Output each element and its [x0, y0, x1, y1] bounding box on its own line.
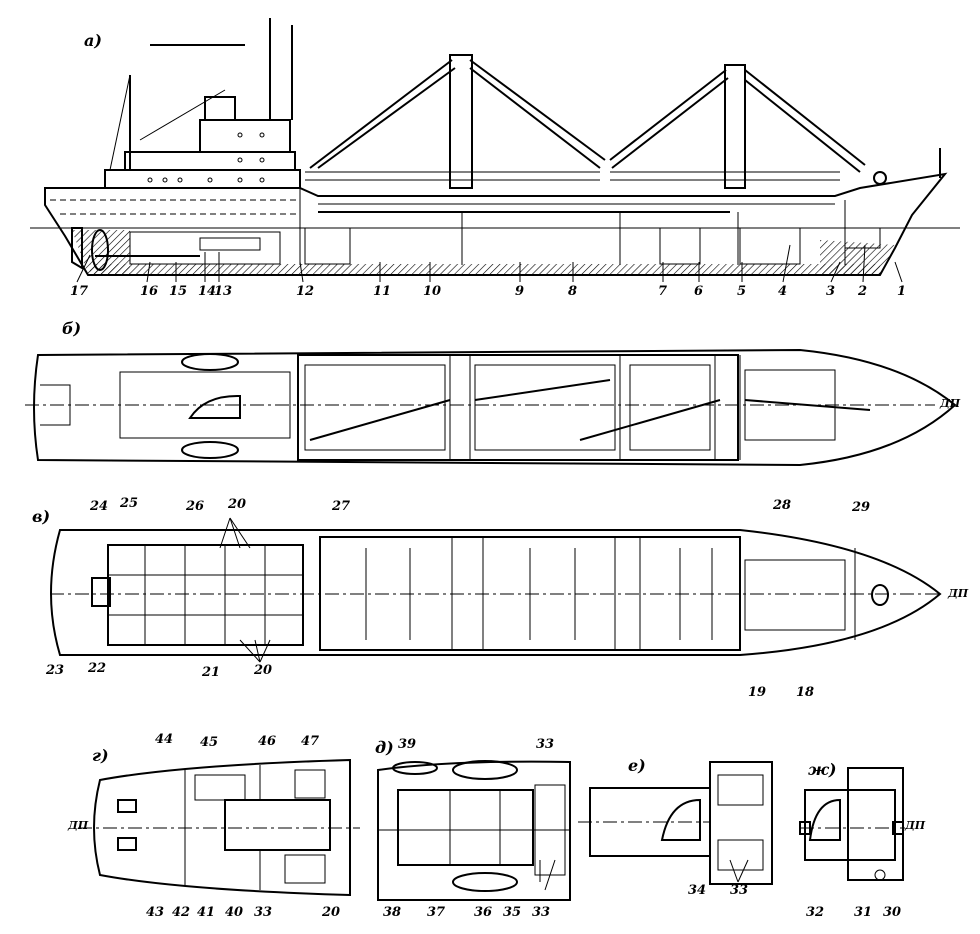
callout-21: 21 — [202, 665, 221, 680]
hatch-coaming-area — [297, 354, 739, 461]
section-label-g: г) — [92, 746, 109, 765]
callout-17: 17 — [70, 284, 89, 299]
callout-45: 45 — [200, 735, 219, 750]
callout-33-d-bottom: 33 — [532, 905, 551, 920]
callout-20-g: 20 — [322, 905, 341, 920]
callout-27: 27 — [332, 499, 351, 514]
king-post-fore — [724, 64, 746, 189]
callout-11: 11 — [373, 284, 392, 299]
double-bottom-hatching — [90, 264, 880, 275]
callout-18: 18 — [796, 685, 815, 700]
callout-46: 46 — [258, 734, 277, 749]
callout-23: 23 — [46, 663, 65, 678]
hull-profile — [44, 172, 948, 276]
callout-24: 24 — [90, 499, 109, 514]
centerline-label-v: ДП — [948, 587, 969, 600]
callout-22: 22 — [88, 661, 107, 676]
callout-33-e: 33 — [730, 883, 749, 898]
callout-20-top: 20 — [228, 497, 247, 512]
callout-31: 31 — [854, 905, 873, 920]
callout-44: 44 — [155, 732, 174, 747]
callout-13: 13 — [214, 284, 233, 299]
upper-deck-plan — [25, 348, 957, 467]
callout-33-d-top: 33 — [536, 737, 555, 752]
callout-29: 29 — [852, 500, 871, 515]
callout-leader-lines — [76, 244, 903, 891]
callout-12: 12 — [296, 284, 315, 299]
callout-38: 38 — [383, 905, 402, 920]
callout-10: 10 — [423, 284, 442, 299]
callout-8: 8 — [568, 284, 578, 299]
section-label-zh: ж) — [808, 760, 837, 779]
boat-deck-plan — [78, 758, 360, 897]
callout-47: 47 — [301, 734, 320, 749]
main-deck-plan — [50, 529, 942, 656]
stern-hatching — [72, 230, 130, 275]
callout-19: 19 — [748, 685, 767, 700]
callout-20-bottom: 20 — [254, 663, 273, 678]
callout-25: 25 — [120, 496, 139, 511]
callout-1: 1 — [897, 284, 907, 299]
callout-40: 40 — [225, 905, 244, 920]
section-label-v: в) — [32, 507, 51, 526]
callout-34: 34 — [688, 883, 707, 898]
section-label-a: а) — [84, 31, 102, 50]
king-post-aft — [449, 54, 473, 189]
section-label-e: е) — [628, 756, 646, 775]
section-label-d: д) — [375, 738, 394, 757]
navigation-bridge — [199, 119, 291, 153]
callout-3: 3 — [826, 284, 836, 299]
callout-41: 41 — [197, 905, 216, 920]
callout-30: 30 — [883, 905, 902, 920]
callout-5: 5 — [737, 284, 747, 299]
bow-hatching — [820, 240, 895, 275]
funnel — [204, 96, 236, 121]
callout-28: 28 — [773, 498, 792, 513]
callout-37: 37 — [427, 905, 446, 920]
bridge-deck — [124, 151, 296, 171]
callout-15: 15 — [169, 284, 188, 299]
centerline-label-b: ДП — [940, 397, 961, 410]
cargo-derricks — [309, 59, 866, 173]
callout-2: 2 — [858, 284, 868, 299]
callout-26: 26 — [186, 499, 205, 514]
section-label-b: б) — [62, 319, 82, 338]
callout-42: 42 — [172, 905, 191, 920]
callout-16: 16 — [140, 284, 159, 299]
callout-4: 4 — [778, 284, 788, 299]
callout-32: 32 — [806, 905, 825, 920]
callout-43: 43 — [146, 905, 165, 920]
wheelhouse-plan — [799, 767, 905, 881]
callout-6: 6 — [694, 284, 704, 299]
callout-39: 39 — [398, 737, 417, 752]
poop-deckhouse — [104, 169, 301, 189]
accommodation-block — [107, 544, 304, 646]
callout-7: 7 — [658, 284, 668, 299]
callout-36: 36 — [474, 905, 493, 920]
centerline-label-zh: ДП — [905, 819, 926, 832]
portholes — [147, 132, 265, 183]
callout-9: 9 — [515, 284, 525, 299]
bridge-deck-plan — [377, 760, 571, 901]
callout-35: 35 — [503, 905, 522, 920]
cargo-hatch-main — [319, 536, 741, 651]
callout-14: 14 — [198, 284, 217, 299]
centerline-label-g: ДП — [68, 819, 89, 832]
navigation-deck-plan — [578, 761, 773, 885]
callout-33-g: 33 — [254, 905, 273, 920]
side-elevation-view — [30, 18, 960, 276]
